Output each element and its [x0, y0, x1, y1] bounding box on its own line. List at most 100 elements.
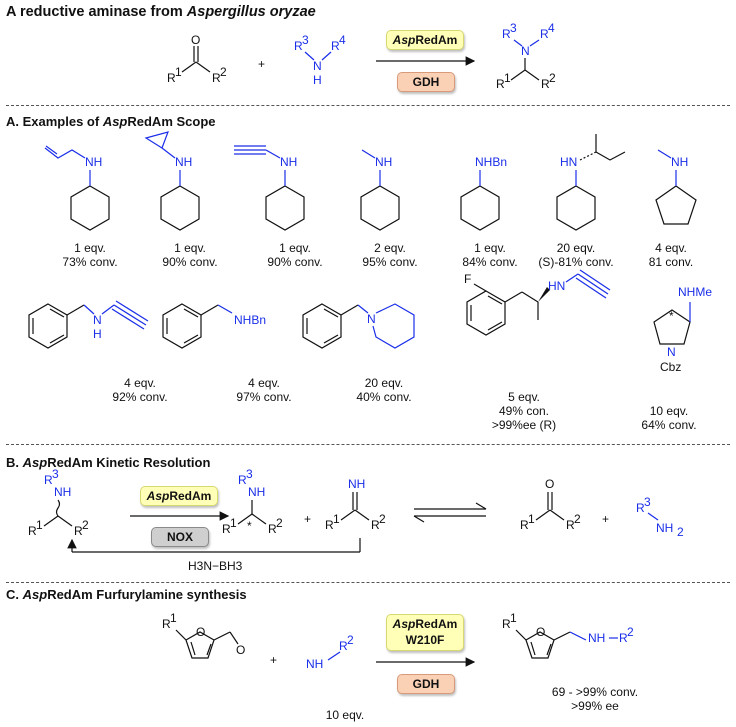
scope-r2-compound-4: F HN	[464, 269, 611, 336]
prod-r1: R	[496, 77, 505, 91]
b-amine-nh: NH	[656, 521, 673, 535]
enzyme-box-c-redam: AspRedAm W210F	[386, 614, 464, 651]
benzene-ring	[466, 290, 506, 336]
nh-label: NH	[85, 155, 102, 169]
b2-r3-sup: 3	[246, 467, 253, 481]
benzene-double-3	[49, 334, 65, 344]
scope-r1-compound-5: NHBn	[460, 155, 507, 231]
b-r2: R	[74, 524, 83, 538]
scope-r1-result-2: 90% conv.	[162, 255, 218, 269]
furan-double-2	[206, 643, 212, 656]
c-furfural: R 1 O O	[162, 611, 245, 659]
scope-r1-amount-5: 1 eqv.	[474, 241, 506, 255]
imine-nh: NH	[348, 477, 365, 491]
alkyne-1	[577, 273, 609, 295]
c-amine-r2-sup: 2	[347, 633, 354, 647]
b-ketone: O R 1 R 2	[520, 477, 581, 532]
cyclohexane-ring	[360, 185, 400, 231]
b2-r1-sup: 1	[230, 516, 237, 530]
ketone-r1-bond	[181, 61, 197, 73]
piperidine-ring	[372, 303, 415, 349]
amine-h: H	[313, 73, 322, 87]
ethyl-chain	[595, 151, 626, 161]
b-r1-sup: 1	[36, 518, 43, 532]
imine-r1-sup: 1	[333, 512, 340, 526]
furan-double-1	[190, 641, 196, 656]
prod-r3-sup: 3	[510, 21, 517, 35]
section-b-rest: RedAm Kinetic Resolution	[47, 455, 211, 470]
cp-furan-double-2	[546, 643, 552, 656]
ketone-r1: R	[167, 71, 176, 85]
amine-r4: R	[331, 39, 340, 53]
scope-r2-amount-2: 4 eqv.	[248, 376, 280, 390]
section-a-italic: Asp	[102, 114, 128, 129]
scope-r2-result-5: 64% conv.	[641, 418, 697, 432]
b-primary-amine: R 3 NH 2	[636, 495, 684, 539]
ring-n-label: N	[667, 345, 676, 359]
b-nh: NH	[54, 485, 71, 499]
scope-r2-extra-4: >99%ee (R)	[491, 418, 557, 432]
title-species: Aspergillus oryzae	[186, 4, 316, 20]
section-b-title: B. AspRedAm Kinetic Resolution	[6, 455, 210, 470]
scope-r1-label-2: 1 eqv.90% conv.	[130, 241, 250, 269]
c-product-result: 69 - >99% conv.	[551, 685, 639, 699]
ketone-r2-sup: 2	[220, 65, 227, 79]
section-c-italic: Asp	[22, 587, 48, 602]
scope-r1-compound-6: HN	[556, 134, 626, 231]
b-chiral-amine: R 3 NH * R 1 R 2	[222, 467, 283, 536]
scope-r2-label-5: 10 eqv.64% conv.	[614, 404, 724, 432]
scope-r1-amount-3: 1 eqv.	[279, 241, 311, 255]
enzyme-b-asp: Asp	[146, 489, 170, 503]
benzyl-bond	[340, 304, 359, 316]
cp-r2: R	[619, 631, 628, 645]
imine-r1-bond	[340, 509, 356, 521]
nhbn-label: NHBn	[234, 313, 266, 327]
n-ch2-bond	[565, 273, 579, 283]
benzene-double-3	[487, 321, 503, 331]
cp-r2-sup: 2	[627, 625, 634, 639]
nh-label: NH	[280, 155, 297, 169]
b2-r2-bond	[251, 513, 267, 525]
cp-r1-sup: 1	[510, 611, 517, 625]
c-r1: R	[162, 617, 171, 631]
amine-reagent-structure: R 3 N H R 4	[294, 33, 346, 87]
amine-r3-sup: 3	[302, 33, 309, 47]
h-label: H	[93, 327, 102, 341]
borane-label: H3N−BH3	[188, 559, 243, 573]
scope-r1-amount-7: 4 eqv.	[655, 241, 687, 255]
plus-a: +	[258, 57, 265, 71]
c-product-label: 69 - >99% conv.>99% ee	[525, 685, 665, 713]
eq-top-head	[475, 502, 487, 510]
cp-furan-double-1	[530, 641, 536, 656]
b-ketone-r1-sup: 1	[528, 512, 535, 526]
benzene-double-2	[487, 295, 503, 305]
b-ketone-o: O	[545, 477, 554, 491]
benzene-double-2	[183, 308, 199, 318]
scope-r2-amount-3: 20 eqv.	[364, 376, 404, 390]
c-amine-r2: R	[339, 639, 348, 653]
scope-r2-amount-5: 10 eqv.	[649, 404, 689, 418]
cyclopentane-ring	[655, 185, 697, 225]
enzyme-box-b-nox: NOX	[151, 527, 209, 547]
divider-b	[6, 444, 730, 445]
section-a-rest: RedAm Scope	[127, 114, 216, 129]
c-r1-bond	[175, 629, 187, 641]
amine-n: N	[313, 59, 322, 73]
ketone-r2-bond	[195, 61, 211, 73]
alkyne-2	[579, 269, 611, 291]
benzene-double-2	[323, 308, 339, 318]
b-ketone-r1-bond	[535, 509, 551, 521]
section-c-title: C. AspRedAm Furfurylamine synthesis	[6, 587, 247, 602]
hn-label: HN	[560, 155, 577, 169]
title: A reductive aminase from Aspergillus ory…	[6, 4, 316, 20]
b-imine: NH R 1 R 2	[325, 477, 386, 532]
cp-r1: R	[502, 617, 511, 631]
scope-r2-result-4: 49% con.	[498, 404, 550, 418]
prod-r2-sup: 2	[549, 71, 556, 85]
cp-ch2-n-bond	[569, 631, 587, 641]
b-r2-bond	[57, 515, 73, 527]
enzyme-a-redam: RedAm	[415, 33, 458, 47]
recycle-loop	[67, 538, 361, 553]
b-amine-sub2: 2	[677, 525, 684, 539]
equilibrium-arrow	[413, 502, 487, 523]
